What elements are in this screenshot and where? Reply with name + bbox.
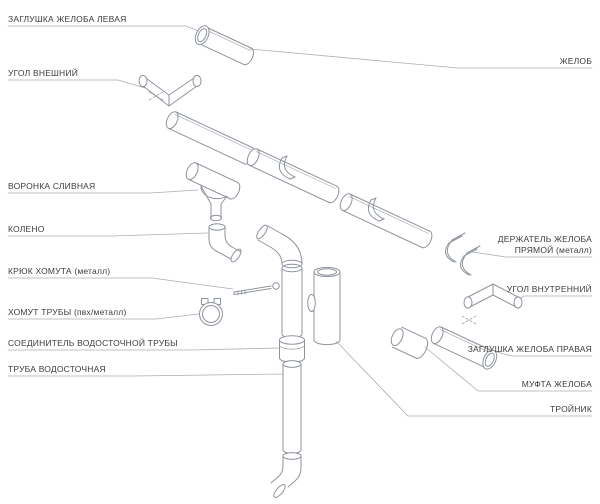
label-soedinitel-vodostochnoy-truby: СОЕДИНИТЕЛЬ ВОДОСТОЧНОЙ ТРУБЫ — [8, 338, 178, 348]
gutter-end-cap-right — [430, 326, 498, 370]
clamp-hook-bolt — [233, 282, 280, 296]
elbow-lower — [256, 224, 303, 269]
label-truba-vodostochnaya: ТРУБА ВОДОСТОЧНАЯ — [8, 364, 106, 374]
gutter-bracket-clip — [278, 155, 296, 180]
gutter-bracket-clip — [367, 197, 385, 222]
gutter-end-cap-left — [194, 25, 254, 66]
gutter-bracket-straight — [459, 245, 481, 276]
leader-lines — [7, 25, 593, 417]
downpipe-coupler — [279, 335, 305, 363]
label-voronka-slivnaya: ВОРОНКА СЛИВНАЯ — [8, 181, 96, 191]
gutter-section — [165, 111, 255, 165]
label-troynik: ТРОЙНИК — [550, 404, 592, 414]
gutter-section-lower — [339, 193, 433, 249]
outer-corner — [138, 74, 202, 107]
gutter-coupler — [390, 326, 429, 359]
label-ugol-vnutrenniy: УГОЛ ВНУТРЕННИЙ — [506, 284, 592, 294]
gutter-bracket-straight — [444, 232, 466, 263]
label-mufta-zheloba: МУФТА ЖЕЛОБА — [521, 379, 592, 389]
label-zaglushka-zheloba-levaya: ЗАГЛУШКА ЖЕЛОБА ЛЕВАЯ — [8, 14, 127, 24]
downpipe-long — [282, 360, 302, 454]
downpipe-upper — [281, 263, 303, 339]
label-zhelob: ЖЕЛОБ — [559, 56, 592, 66]
label-koleno: КОЛЕНО — [8, 224, 45, 234]
label-kryuk-khomuta: КРЮК ХОМУТА (металл) — [8, 266, 111, 276]
pipe-clamp — [199, 298, 223, 326]
assembly-mark-icon — [148, 91, 164, 101]
assembly-mark-icon — [461, 315, 477, 325]
label-derzhatel-zheloba-pryamoy: ДЕРЖАТЕЛЬ ЖЕЛОБА ПРЯМОЙ (металл) — [497, 234, 592, 255]
inner-corner — [463, 283, 523, 309]
elbow-upper — [208, 223, 242, 263]
label-zaglushka-zheloba-pravaya: ЗАГЛУШКА ЖЕЛОБА ПРАВАЯ — [467, 344, 592, 354]
gutter-section-middle — [246, 148, 340, 204]
label-khomut-truby: ХОМУТ ТРУБЫ (пвх/металл) — [8, 307, 127, 317]
drain-funnel — [185, 162, 241, 222]
label-ugol-vneshniy: УГОЛ ВНЕШНИЙ — [8, 68, 79, 78]
tee — [307, 266, 341, 346]
outlet-elbow — [270, 452, 302, 498]
